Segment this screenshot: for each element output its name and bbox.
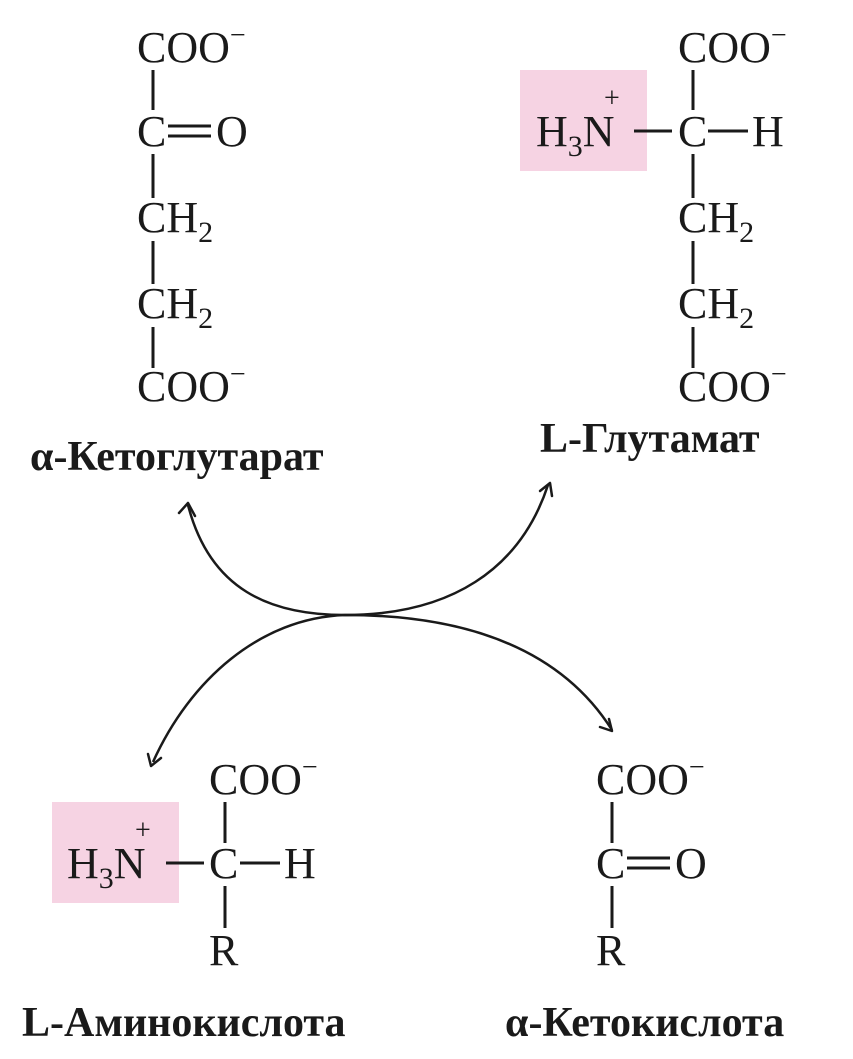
glutamate-alpha-carbon: C — [678, 107, 707, 156]
ketoglutarate-carbonyl-oxygen: O — [216, 107, 248, 156]
aminoacid-name: L-Аминокислота — [22, 1000, 346, 1046]
glutamate-amino-group: H3N — [536, 107, 615, 163]
aminoacid-coo: COO− — [209, 752, 318, 804]
arrowhead-glutamate — [538, 481, 554, 498]
arrowhead-aminoacid — [146, 752, 163, 768]
alpha-ketoglutarate-structure: COO− C O CH2 CH2 COO− — [137, 20, 248, 411]
reaction-arrows — [146, 481, 614, 768]
l-glutamate-structure: COO− H3N + C H CH2 CH2 COO− — [536, 20, 787, 411]
glutamate-coo-top: COO− — [678, 20, 787, 72]
ketoacid-carbonyl-oxygen: O — [675, 839, 707, 888]
ketoacid-carbonyl-carbon: C — [596, 839, 625, 888]
ketoglutarate-name: α-Кетоглутарат — [30, 434, 324, 480]
aminoacid-amino-charge: + — [135, 815, 151, 846]
aminoacid-r-group: R — [209, 926, 239, 975]
glutamate-amino-charge: + — [604, 83, 620, 114]
ketoacid-name: α-Кетокислота — [505, 1000, 784, 1046]
glutamate-ch2-2: CH2 — [678, 279, 754, 335]
ketoglutarate-ch2-1: CH2 — [137, 193, 213, 249]
ketoglutarate-ch2-2: CH2 — [137, 279, 213, 335]
ketoacid-coo: COO− — [596, 752, 705, 804]
arrowhead-ketoglutarate — [177, 501, 197, 518]
aminoacid-alpha-hydrogen: H — [284, 839, 316, 888]
ketoacid-r-group: R — [596, 926, 626, 975]
glutamate-name: L-Глутамат — [540, 416, 760, 462]
alpha-keto-acid-structure: COO− C O R — [596, 752, 707, 975]
arrow-aminoacid-to-ketoacid — [151, 613, 614, 763]
aminoacid-alpha-carbon: C — [209, 839, 238, 888]
arrowhead-ketoacid — [598, 717, 614, 733]
glutamate-amino-highlight — [520, 70, 647, 171]
ketoglutarate-carbonyl-carbon: C — [137, 107, 166, 156]
glutamate-ch2-1: CH2 — [678, 193, 754, 249]
arrow-ketoglutarate-to-glutamate — [186, 484, 550, 617]
ketoglutarate-coo-bottom: COO− — [137, 359, 246, 411]
glutamate-coo-bottom: COO− — [678, 359, 787, 411]
aminoacid-amino-highlight — [52, 802, 179, 903]
l-amino-acid-structure: COO− H3N + C H R — [67, 752, 318, 975]
aminoacid-amino-group: H3N — [67, 839, 146, 895]
glutamate-alpha-hydrogen: H — [752, 107, 784, 156]
ketoglutarate-coo-top: COO− — [137, 20, 246, 72]
